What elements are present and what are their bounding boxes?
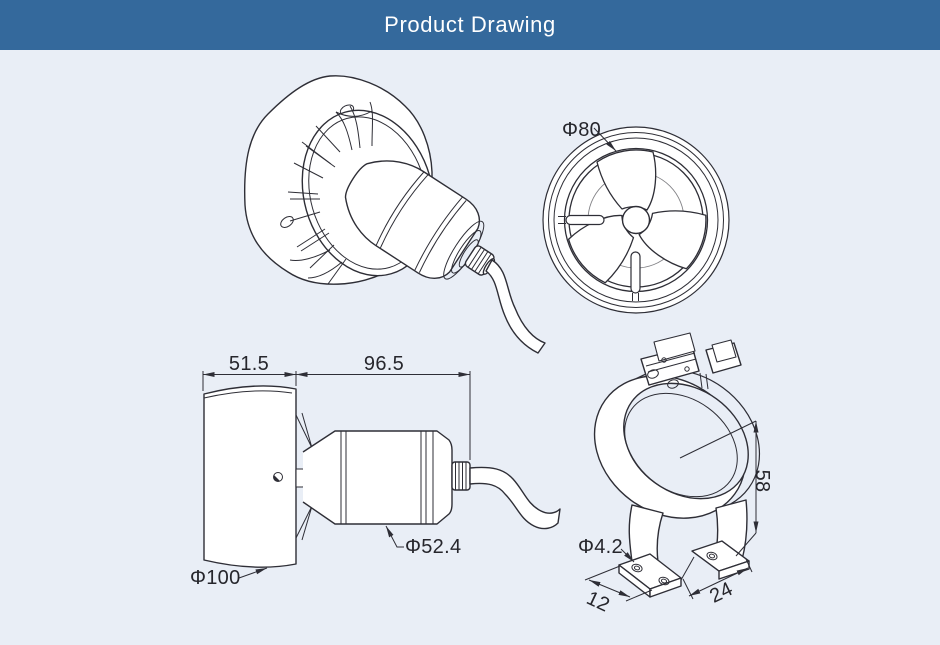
dim-phi80-label: Φ80 [562,119,601,141]
clamp-tab [640,332,742,390]
dim-phi4-2: Φ4.2 [578,536,635,563]
product-drawing-canvas: Φ80 51.5 96.5 [190,75,773,617]
view-perspective [243,75,546,354]
motor-cable-side [469,466,561,530]
dim-51-5-label: 51.5 [229,353,269,375]
dim-phi100-label: Φ100 [190,567,241,589]
duct-struts [558,214,641,301]
dim-58-label: 58 [751,470,773,493]
dim-51-5: 51.5 [202,353,297,391]
dim-phi52-4-label: Φ52.4 [405,536,461,558]
dim-phi4-2-label: Φ4.2 [578,536,623,558]
propeller-hub [621,205,651,235]
dim-12-label: 12 [583,587,613,617]
shroud-screw-hole [280,216,294,228]
dim-phi100: Φ100 [190,567,268,589]
spline-connector-side [451,461,471,491]
stator-spokes [287,101,373,285]
view-side: 51.5 96.5 Φ52.4 Φ100 [190,353,561,589]
dim-96-5-label: 96.5 [364,353,404,375]
duct-side [203,385,297,568]
section-title: Product Drawing [384,12,556,37]
motor-side [302,430,561,530]
dim-58: 58 [735,421,773,557]
dim-96-5: 96.5 [296,353,471,460]
dim-phi52-4: Φ52.4 [385,525,461,558]
view-front: Φ80 [542,119,730,314]
dim-phi80: Φ80 [562,119,617,152]
dim-24-label: 24 [706,578,736,608]
motor-cable [485,259,546,354]
section-header: Product Drawing [0,0,940,50]
duct-screw [273,472,283,482]
view-bracket: 58 Φ4.2 12 24 [578,332,773,617]
bracket-leg [628,504,664,563]
